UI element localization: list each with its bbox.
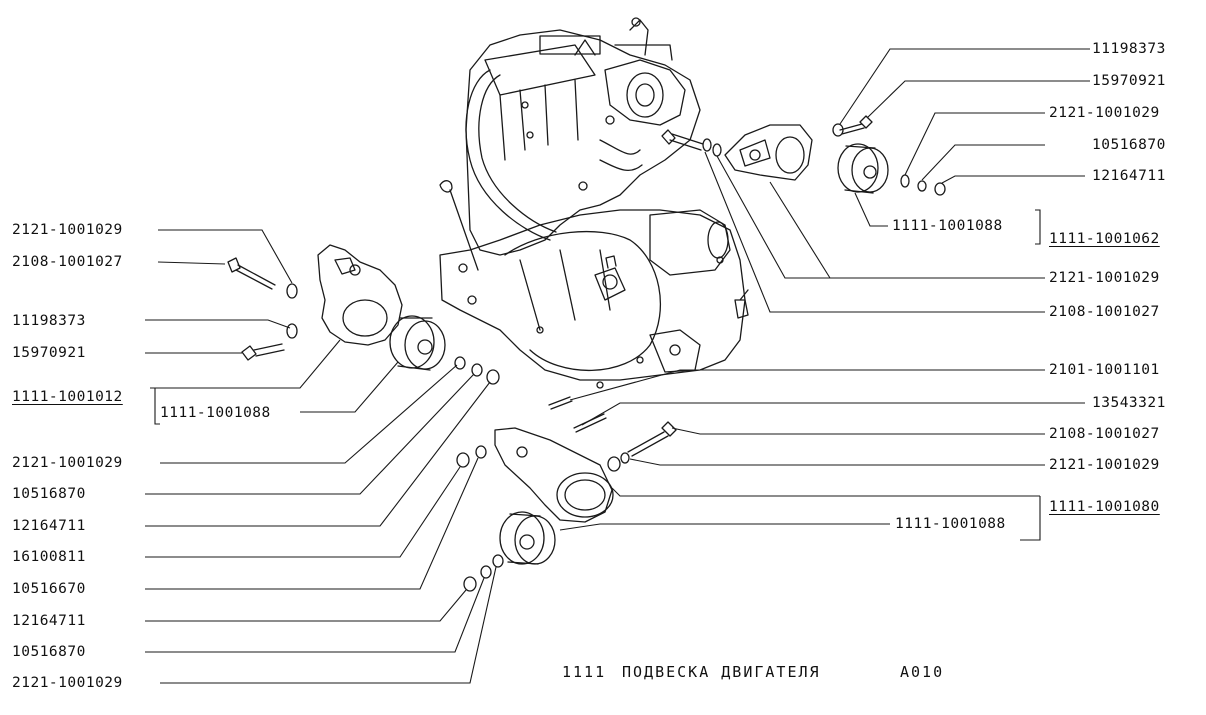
left-mount-bracket xyxy=(317,244,403,346)
label-left-2: 2108-1001027 xyxy=(12,254,123,270)
right-upper-fasteners xyxy=(661,115,946,196)
label-right-4: 10516870 xyxy=(1092,137,1166,153)
label-right-13: 2121-1001029 xyxy=(1049,457,1160,473)
label-left-10: 16100811 xyxy=(12,549,86,565)
lower-mount-bracket xyxy=(494,427,614,523)
label-right-11: 13543321 xyxy=(1092,395,1166,411)
label-left-3: 11198373 xyxy=(12,313,86,329)
caption-title: ПОДВЕСКА ДВИГАТЕЛЯ xyxy=(622,663,821,681)
lower-rubber-mount xyxy=(499,511,556,565)
engine-assembly xyxy=(439,17,749,389)
right-upper-mount-bracket xyxy=(724,124,813,181)
caption-code: А010 xyxy=(900,663,945,681)
label-right-7-assembly: 1111-1001062 xyxy=(1049,231,1160,247)
left-rubber-mount xyxy=(389,315,446,371)
label-right-1: 11198373 xyxy=(1092,41,1166,57)
label-left-6: 1111-1001088 xyxy=(160,405,271,421)
label-left-4: 15970921 xyxy=(12,345,86,361)
right-upper-rubber-mount xyxy=(837,143,889,194)
label-left-12: 12164711 xyxy=(12,613,86,629)
label-right-8: 2121-1001029 xyxy=(1049,270,1160,286)
label-left-5-assembly: 1111-1001012 xyxy=(12,389,123,405)
label-right-14-assembly: 1111-1001080 xyxy=(1049,499,1160,515)
label-right-5: 12164711 xyxy=(1092,168,1166,184)
label-right-15: 1111-1001088 xyxy=(895,516,1006,532)
left-fasteners xyxy=(227,257,500,385)
lower-fasteners xyxy=(456,396,677,592)
label-left-7: 2121-1001029 xyxy=(12,455,123,471)
label-right-10: 2101-1001101 xyxy=(1049,362,1160,378)
leader-lines xyxy=(145,48,1090,684)
label-left-13: 10516870 xyxy=(12,644,86,660)
label-left-11: 10516670 xyxy=(12,581,86,597)
label-left-9: 12164711 xyxy=(12,518,86,534)
label-left-8: 10516870 xyxy=(12,486,86,502)
label-left-14: 2121-1001029 xyxy=(12,675,123,691)
label-right-3: 2121-1001029 xyxy=(1049,105,1160,121)
label-left-1: 2121-1001029 xyxy=(12,222,123,238)
label-right-9: 2108-1001027 xyxy=(1049,304,1160,320)
label-right-12: 2108-1001027 xyxy=(1049,426,1160,442)
caption-model: 1111 xyxy=(562,663,607,681)
label-right-6: 1111-1001088 xyxy=(892,218,1003,234)
label-right-2: 15970921 xyxy=(1092,73,1166,89)
